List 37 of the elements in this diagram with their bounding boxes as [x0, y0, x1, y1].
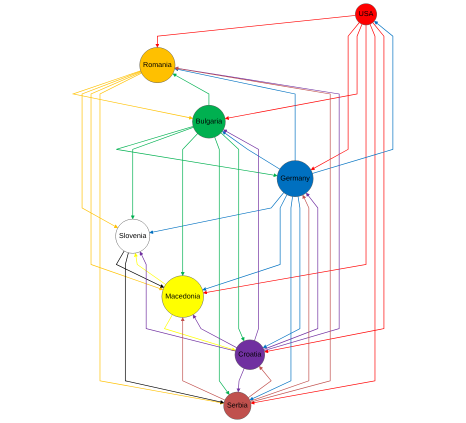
arrow — [172, 74, 210, 106]
arrow — [224, 24, 362, 120]
arrow — [214, 136, 230, 395]
arrow — [202, 194, 288, 291]
arrow — [72, 70, 193, 120]
arrow — [116, 126, 278, 178]
arrow — [192, 314, 238, 348]
arrow — [312, 20, 394, 174]
arrow — [220, 132, 244, 342]
arrow — [310, 22, 360, 170]
arrow — [140, 251, 236, 352]
arrow — [124, 252, 224, 404]
arrow — [248, 366, 272, 398]
arrow — [250, 24, 376, 405]
arrow — [90, 72, 164, 290]
arrow — [174, 66, 340, 351]
arrow — [203, 24, 366, 294]
arrow — [222, 131, 280, 170]
arrow — [116, 250, 164, 288]
arrow — [155, 15, 356, 48]
arrow — [174, 66, 331, 402]
arrow — [262, 196, 300, 348]
arrow — [264, 22, 384, 354]
arrow — [82, 71, 142, 228]
arrow — [100, 72, 224, 405]
arrow — [149, 192, 284, 234]
arrow — [130, 126, 194, 220]
arrow — [134, 252, 166, 285]
arrow — [180, 133, 198, 276]
arrow — [263, 192, 318, 350]
arrow — [223, 130, 259, 341]
arrow — [164, 314, 236, 352]
arrow — [250, 196, 293, 400]
arrow — [174, 68, 296, 161]
arrow — [236, 368, 244, 392]
arrow — [250, 194, 310, 402]
arrow — [180, 317, 226, 400]
